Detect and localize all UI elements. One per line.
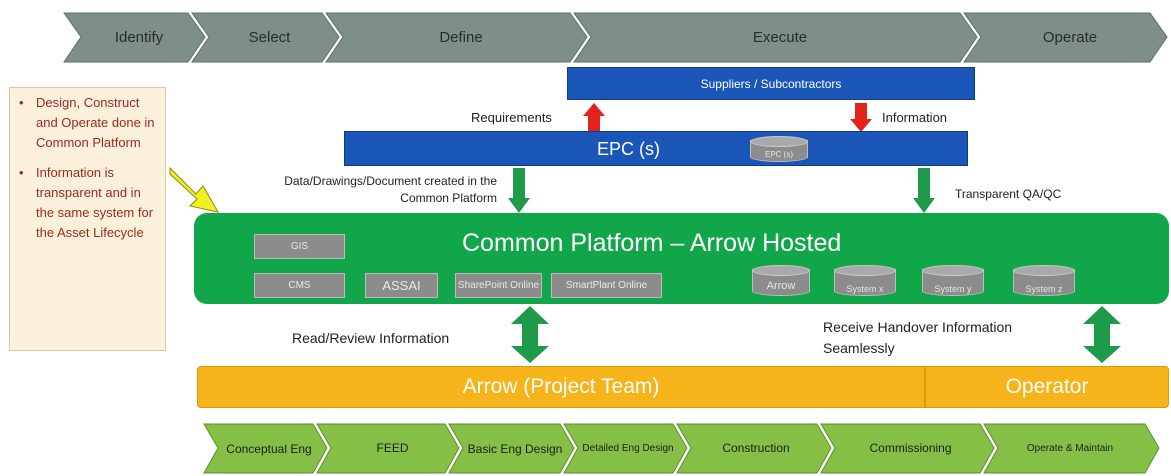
callout-list: •Design, Construct and Operate done in C… — [9, 93, 159, 243]
platform-box-sharepoint: SharePoint Online — [455, 273, 542, 298]
database-system-y-icon: System y — [922, 265, 984, 296]
stage-chevron-construction — [676, 423, 832, 474]
operator-bar: Operator — [925, 366, 1169, 408]
read-review-label: Read/Review Information — [292, 330, 450, 346]
phase-label-select: Select — [248, 29, 291, 46]
stage-chevron-commissioning — [820, 423, 995, 474]
epc-bar: EPC (s) — [344, 131, 968, 166]
epc-database-label: EPC (s) — [765, 150, 793, 159]
database-system-x-label: System x — [846, 284, 884, 294]
information-arrow — [850, 103, 872, 132]
epc-database-icon: EPC (s) — [750, 136, 808, 162]
database-arrow-icon: Arrow — [752, 265, 810, 296]
stage-chevron-feed — [316, 423, 460, 474]
qaqc-down-arrow — [913, 168, 935, 213]
phase-label-operate: Operate — [1042, 29, 1098, 46]
phase-chevrons — [63, 12, 1168, 63]
callout-box — [9, 87, 166, 351]
project-team-bar: Arrow (Project Team) — [197, 366, 925, 408]
platform-box-smartplant: SmartPlant Online — [551, 273, 662, 298]
read-review-arrow — [511, 306, 549, 363]
phase-chevron-define — [325, 12, 588, 63]
platform-title: Common Platform – Arrow Hosted — [462, 229, 842, 257]
requirements-arrow — [583, 103, 605, 132]
phase-chevron-execute — [573, 12, 978, 63]
phase-chevron-select — [191, 12, 340, 63]
project-team-label: Arrow (Project Team) — [462, 375, 660, 398]
phase-label-identify: Identify — [114, 29, 164, 46]
platform-box-assai: ASSAI — [365, 273, 438, 298]
phase-chevron-identify — [63, 12, 206, 63]
phase-chevron-operate — [963, 12, 1168, 63]
stage-label-feed: FEED — [376, 441, 409, 455]
stage-chevron-operate — [983, 423, 1160, 474]
phase-label-define: Define — [439, 29, 483, 46]
database-arrow-label: Arrow — [766, 280, 796, 292]
stage-label-conceptual: Conceptual Eng — [226, 441, 312, 456]
platform-box-gis: GIS — [254, 234, 345, 259]
database-system-y-label: System y — [934, 284, 972, 294]
stage-label-commissioning: Commissioning — [869, 441, 952, 455]
common-platform-panel — [194, 213, 1169, 304]
callout-item-2: •Information is transparent and in the s… — [19, 165, 154, 240]
platform-box-cms: CMS — [254, 273, 345, 298]
data-created-label: Data/Drawings/Document created in the Co… — [284, 174, 497, 205]
information-label: Information — [882, 110, 948, 125]
database-system-z-label: System z — [1025, 284, 1063, 294]
stage-label-detailed: Detailed Eng Design — [582, 442, 674, 454]
stage-label-basic: Basic Eng Design — [467, 441, 563, 456]
stage-label-operate-maintain: Operate & Maintain — [1026, 442, 1114, 454]
requirements-label: Requirements — [471, 110, 552, 125]
stage-chevrons — [203, 423, 1160, 474]
stage-chevron-conceptual — [203, 423, 328, 474]
phase-label-execute: Execute — [752, 29, 808, 46]
suppliers-bar: Suppliers / Subcontractors — [567, 67, 975, 100]
stage-chevron-detailed — [563, 423, 688, 474]
qaqc-label: Transparent QA/QC — [955, 187, 1062, 201]
callout-item-1: •Design, Construct and Operate done in C… — [19, 95, 155, 150]
operator-label: Operator — [1005, 375, 1089, 398]
database-system-x-icon: System x — [834, 265, 896, 296]
handover-arrow — [1083, 306, 1121, 363]
data-down-arrow — [508, 168, 530, 213]
database-system-z-icon: System z — [1013, 265, 1075, 296]
callout-pointer-arrow — [169, 166, 219, 213]
stage-label-construction: Construction — [722, 441, 790, 455]
handover-label: Receive Handover Information Seamlessly — [823, 319, 1013, 356]
epc-label: EPC (s) — [597, 139, 660, 159]
suppliers-label: Suppliers / Subcontractors — [700, 76, 842, 91]
stage-chevron-basic — [448, 423, 575, 474]
